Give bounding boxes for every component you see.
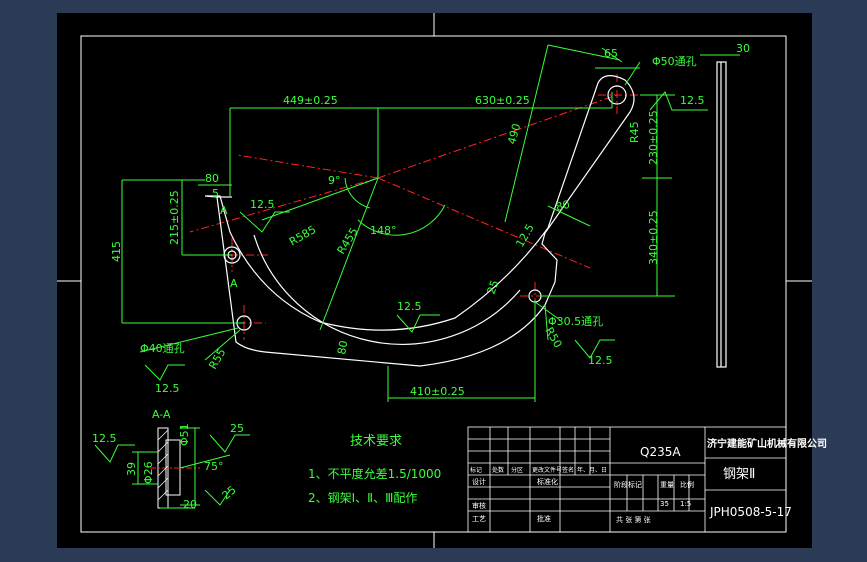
label-change-doc: 更改文件号 xyxy=(532,466,562,474)
section-dim-20: 20 xyxy=(183,498,197,511)
section-rough: 12.5 xyxy=(92,432,117,445)
dim-449: 449±0.25 xyxy=(283,94,338,107)
tech-heading: 技术要求 xyxy=(350,434,402,449)
company-name: 济宁建能矿山机械有限公司 xyxy=(707,437,827,450)
dim-hole40: Φ40通孔 xyxy=(140,342,185,355)
dimension-lines xyxy=(121,44,740,402)
label-date: 年、月、日 xyxy=(577,466,607,474)
drawing-number: JPH0508-5-17 xyxy=(709,505,792,519)
dim-25: 25 xyxy=(485,278,502,296)
dim-80-right: 80 xyxy=(554,198,571,214)
dim-angle-9: 9° xyxy=(328,174,341,187)
dim-hole50: Φ50通孔 xyxy=(652,55,697,68)
label-standardize: 标准化 xyxy=(537,477,558,486)
dim-rough-bottom-left: 12.5 xyxy=(155,382,180,395)
label-stage-mark: 阶段标记 xyxy=(614,480,642,489)
label-zone: 分区 xyxy=(511,466,523,474)
label-mark: 标记 xyxy=(470,466,482,474)
dim-rough-right: 12.5 xyxy=(588,354,613,367)
label-scale: 比例 xyxy=(680,480,694,489)
label-design: 设计 xyxy=(472,477,486,486)
label-approve: 批准 xyxy=(537,514,551,523)
dim-hole30: Φ30.5通孔 xyxy=(548,315,603,328)
section-view xyxy=(132,427,250,509)
roughness-symbols xyxy=(94,91,708,463)
section-hatching xyxy=(157,429,169,501)
label-check: 审核 xyxy=(472,501,486,510)
dim-230: 230±0.25 xyxy=(647,110,660,165)
label-weight: 重量 xyxy=(660,481,674,489)
section-dim-25a: 25 xyxy=(230,422,244,435)
dim-340: 340±0.25 xyxy=(647,210,660,265)
dim-5: 5 xyxy=(212,187,219,200)
label-process: 工艺 xyxy=(472,515,486,523)
weight-value: 35 xyxy=(660,500,669,508)
sheet-info: 共 张 第 张 xyxy=(616,515,651,524)
dim-rough-top: 12.5 xyxy=(680,94,705,107)
dim-angle-148: 148° xyxy=(370,224,397,237)
tech-line-2: 2、钢架Ⅰ、Ⅱ、Ⅲ配作 xyxy=(308,491,417,505)
tech-line-1: 1、不平度允差1.5/1000 xyxy=(308,466,441,481)
dim-215: 215±0.25 xyxy=(168,190,181,245)
part-outline xyxy=(204,61,727,368)
dim-410: 410±0.25 xyxy=(410,385,465,398)
technical-requirements: 技术要求 1、不平度允差1.5/1000 2、钢架Ⅰ、Ⅱ、Ⅲ配作 xyxy=(308,434,441,505)
section-dim-51: Φ51 xyxy=(178,423,191,446)
dim-80-left: 80 xyxy=(205,172,219,185)
section-mark-a-bottom: A xyxy=(230,277,238,290)
material: Q235A xyxy=(640,445,681,459)
title-block xyxy=(467,426,787,533)
part-name: 钢架Ⅱ xyxy=(723,467,755,482)
dim-rough-center: 12.5 xyxy=(397,300,422,313)
section-dim-39: 39 xyxy=(125,462,138,476)
dim-65: 65 xyxy=(604,47,618,60)
drawing-sheet xyxy=(57,13,812,548)
section-mark-a-top: A xyxy=(220,204,228,217)
label-sign: 签名 xyxy=(562,466,574,474)
dim-415: 415 xyxy=(110,241,123,262)
section-dim-75deg: 75° xyxy=(204,460,224,473)
scale-value: 1:5 xyxy=(680,500,691,508)
dim-30-right: 30 xyxy=(736,42,750,55)
label-count: 处数 xyxy=(492,466,504,474)
dim-rough-left: 12.5 xyxy=(250,198,275,211)
dim-80-bottom: 80 xyxy=(335,339,350,355)
section-dim-26: Φ26 xyxy=(142,461,155,484)
dim-r45: R45 xyxy=(628,121,641,143)
dim-630: 630±0.25 xyxy=(475,94,530,107)
title-block-text: Q235A 济宁建能矿山机械有限公司 钢架Ⅱ JPH0508-5-17 标记 处… xyxy=(470,437,827,524)
dim-490: 490 xyxy=(505,122,523,146)
section-title: A-A xyxy=(152,408,171,421)
